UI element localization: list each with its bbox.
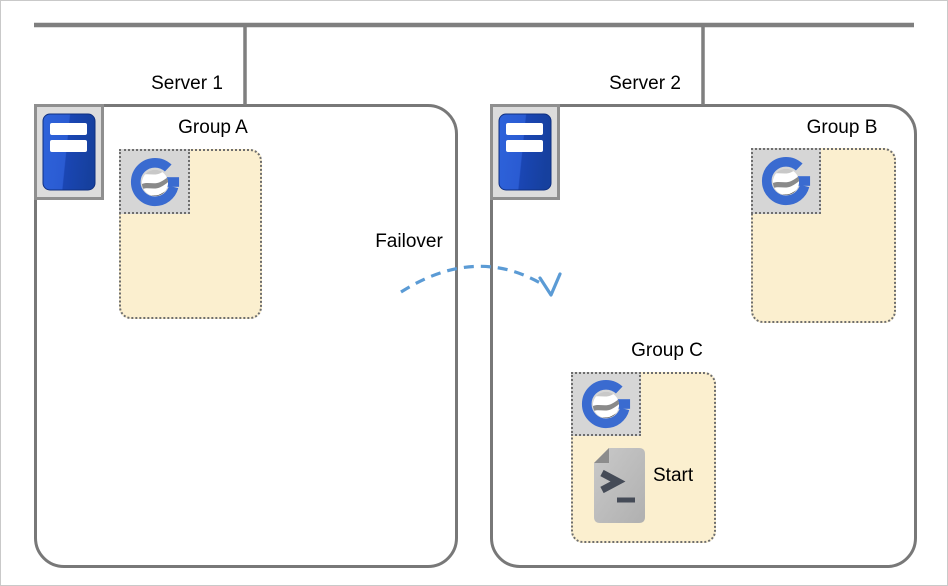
group-c-app-tile — [571, 372, 641, 436]
group-a-app-tile — [119, 149, 190, 214]
g-globe-logo-icon — [127, 154, 183, 210]
group-b-label: Group B — [806, 117, 878, 138]
script-file-icon — [593, 447, 646, 524]
server1-icon-tile — [34, 104, 104, 200]
server2-label: Server 2 — [609, 73, 681, 94]
failover-label: Failover — [375, 231, 443, 252]
start-label: Start — [653, 465, 694, 486]
group-b-app-tile — [751, 148, 821, 214]
server1-label: Server 1 — [151, 73, 223, 94]
group-c-script — [593, 447, 646, 524]
server2-icon-tile — [490, 104, 560, 200]
server-tower-icon — [42, 113, 96, 191]
g-globe-logo-icon — [758, 153, 814, 209]
group-a-label: Group A — [178, 117, 248, 138]
g-globe-logo-icon — [578, 376, 634, 432]
server-tower-icon — [498, 113, 552, 191]
group-c-label: Group C — [631, 340, 703, 361]
